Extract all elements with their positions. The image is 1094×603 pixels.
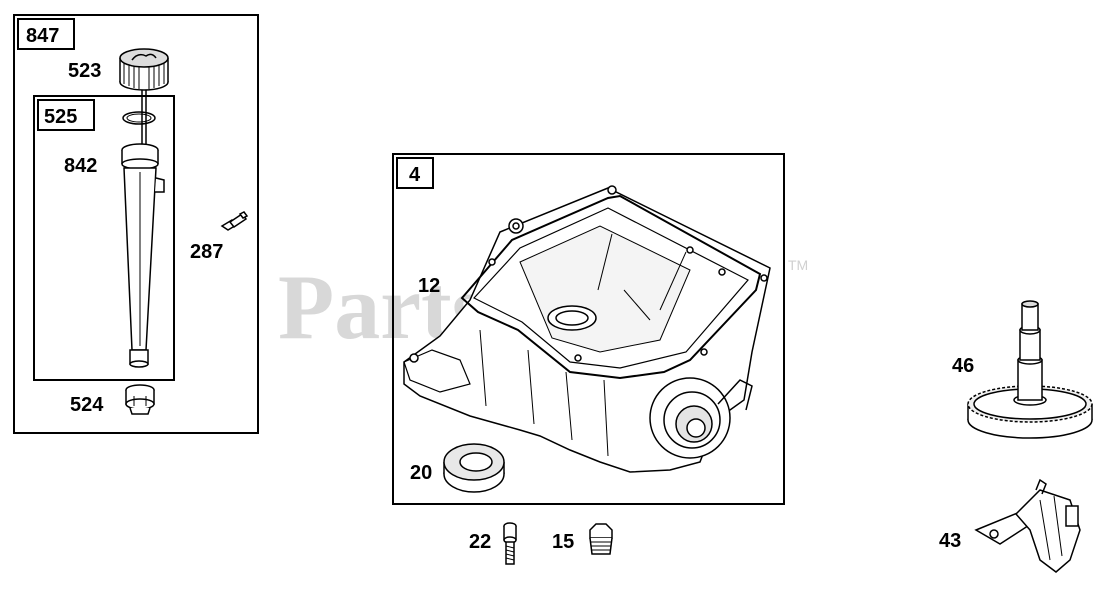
group-847-label: 847 <box>26 25 59 47</box>
cap-523-drawing[interactable] <box>119 48 169 152</box>
group-4-box[interactable]: 4 <box>392 153 785 505</box>
group-847-box[interactable]: 847 <box>13 14 259 434</box>
group-525-box[interactable]: 525 <box>33 95 175 381</box>
sump-housing-drawing[interactable] <box>403 185 771 473</box>
bolt-22-drawing[interactable] <box>503 522 517 565</box>
group-4-label: 4 <box>409 164 421 186</box>
part-label-287[interactable]: 287 <box>190 241 223 263</box>
part-label-524[interactable]: 524 <box>70 394 104 416</box>
plug-524-drawing[interactable] <box>125 384 155 415</box>
drain-plug-15-drawing[interactable] <box>589 523 613 555</box>
part-label-12[interactable]: 12 <box>418 275 440 297</box>
part-label-15[interactable]: 15 <box>552 531 574 553</box>
part-label-842[interactable]: 842 <box>64 155 97 177</box>
watermark-trademark: TM <box>788 257 808 273</box>
cam-gear-46-drawing[interactable] <box>967 300 1093 439</box>
part-label-20[interactable]: 20 <box>410 462 432 484</box>
governor-43-drawing[interactable] <box>974 478 1081 573</box>
part-label-43[interactable]: 43 <box>939 530 961 552</box>
part-label-523[interactable]: 523 <box>68 60 101 82</box>
seal-20-drawing[interactable] <box>443 443 505 493</box>
part-label-46[interactable]: 46 <box>952 355 974 377</box>
group-525-label: 525 <box>44 106 77 128</box>
part-label-22[interactable]: 22 <box>469 531 491 553</box>
dipstick-tube-drawing[interactable] <box>121 143 165 368</box>
screw-287-drawing[interactable] <box>220 211 249 231</box>
o-ring-842-drawing[interactable] <box>122 111 156 125</box>
